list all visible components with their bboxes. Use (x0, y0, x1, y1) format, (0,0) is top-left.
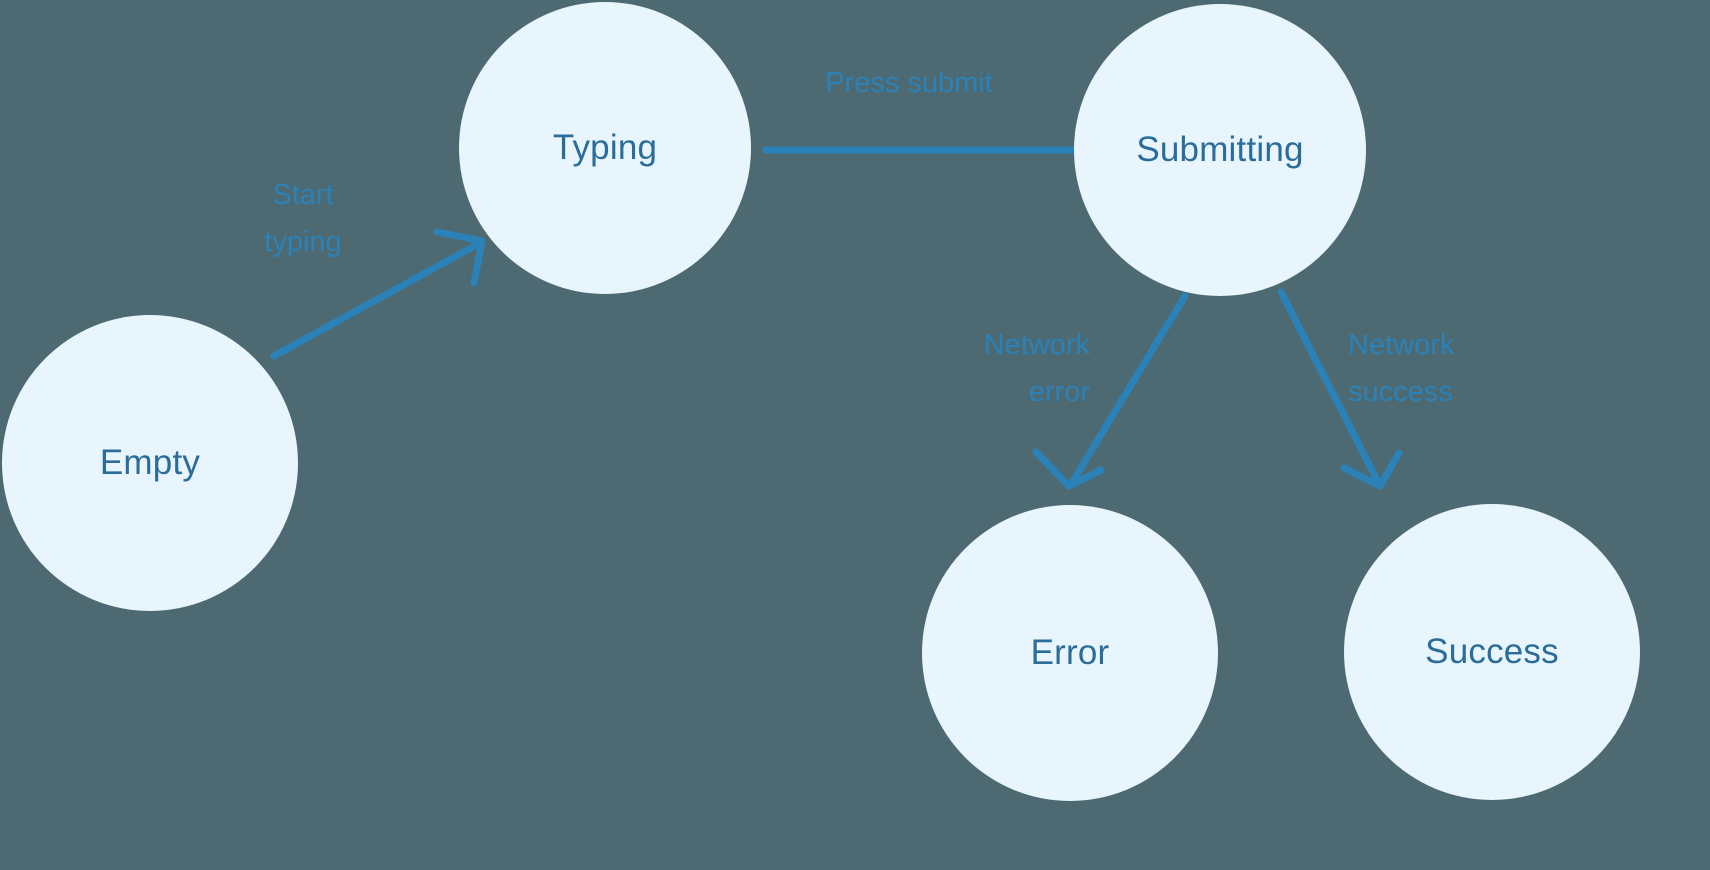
edge-label-network-success: Network success (1348, 329, 1455, 408)
edge-empty-to-typing (270, 228, 486, 360)
edge-submitting-to-error (1032, 292, 1189, 490)
state-node-error-label: Error (1030, 633, 1110, 672)
edge-label-start-typing: Start typing (264, 179, 342, 258)
state-node-success-label: Success (1425, 632, 1559, 671)
state-node-submitting-label: Submitting (1136, 130, 1304, 169)
state-node-error[interactable]: Error (922, 505, 1218, 801)
edge-label-network-error: Network error (983, 329, 1090, 408)
edge-label-press-submit: Press submit (825, 67, 993, 99)
state-node-empty-label: Empty (99, 443, 201, 482)
state-node-empty[interactable]: Empty (2, 315, 298, 611)
state-node-typing-label: Typing (552, 128, 658, 167)
state-node-typing[interactable]: Typing (459, 2, 751, 294)
state-node-success[interactable]: Success (1344, 504, 1640, 800)
state-node-submitting[interactable]: Submitting (1074, 4, 1366, 296)
edge-submitting-to-success (1277, 288, 1403, 490)
